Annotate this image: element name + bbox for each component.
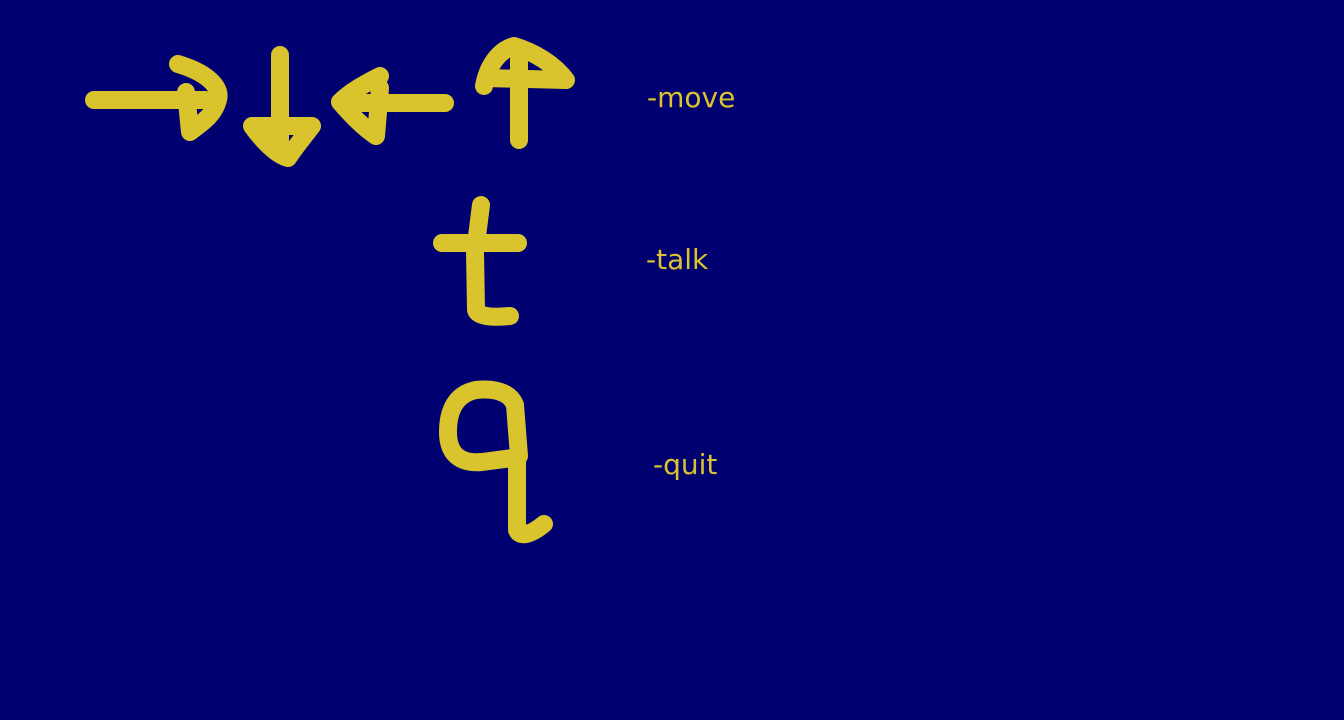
talk-action-label: -talk xyxy=(646,243,709,276)
right-arrow-key-icon xyxy=(85,55,228,141)
t-key-icon xyxy=(433,196,527,326)
quit-action-label: -quit xyxy=(653,448,718,481)
q-key-icon xyxy=(439,380,553,544)
up-arrow-key-icon xyxy=(475,37,575,149)
left-arrow-key-icon xyxy=(331,67,454,145)
move-action-label: -move xyxy=(647,81,736,114)
down-arrow-key-icon xyxy=(243,46,321,167)
